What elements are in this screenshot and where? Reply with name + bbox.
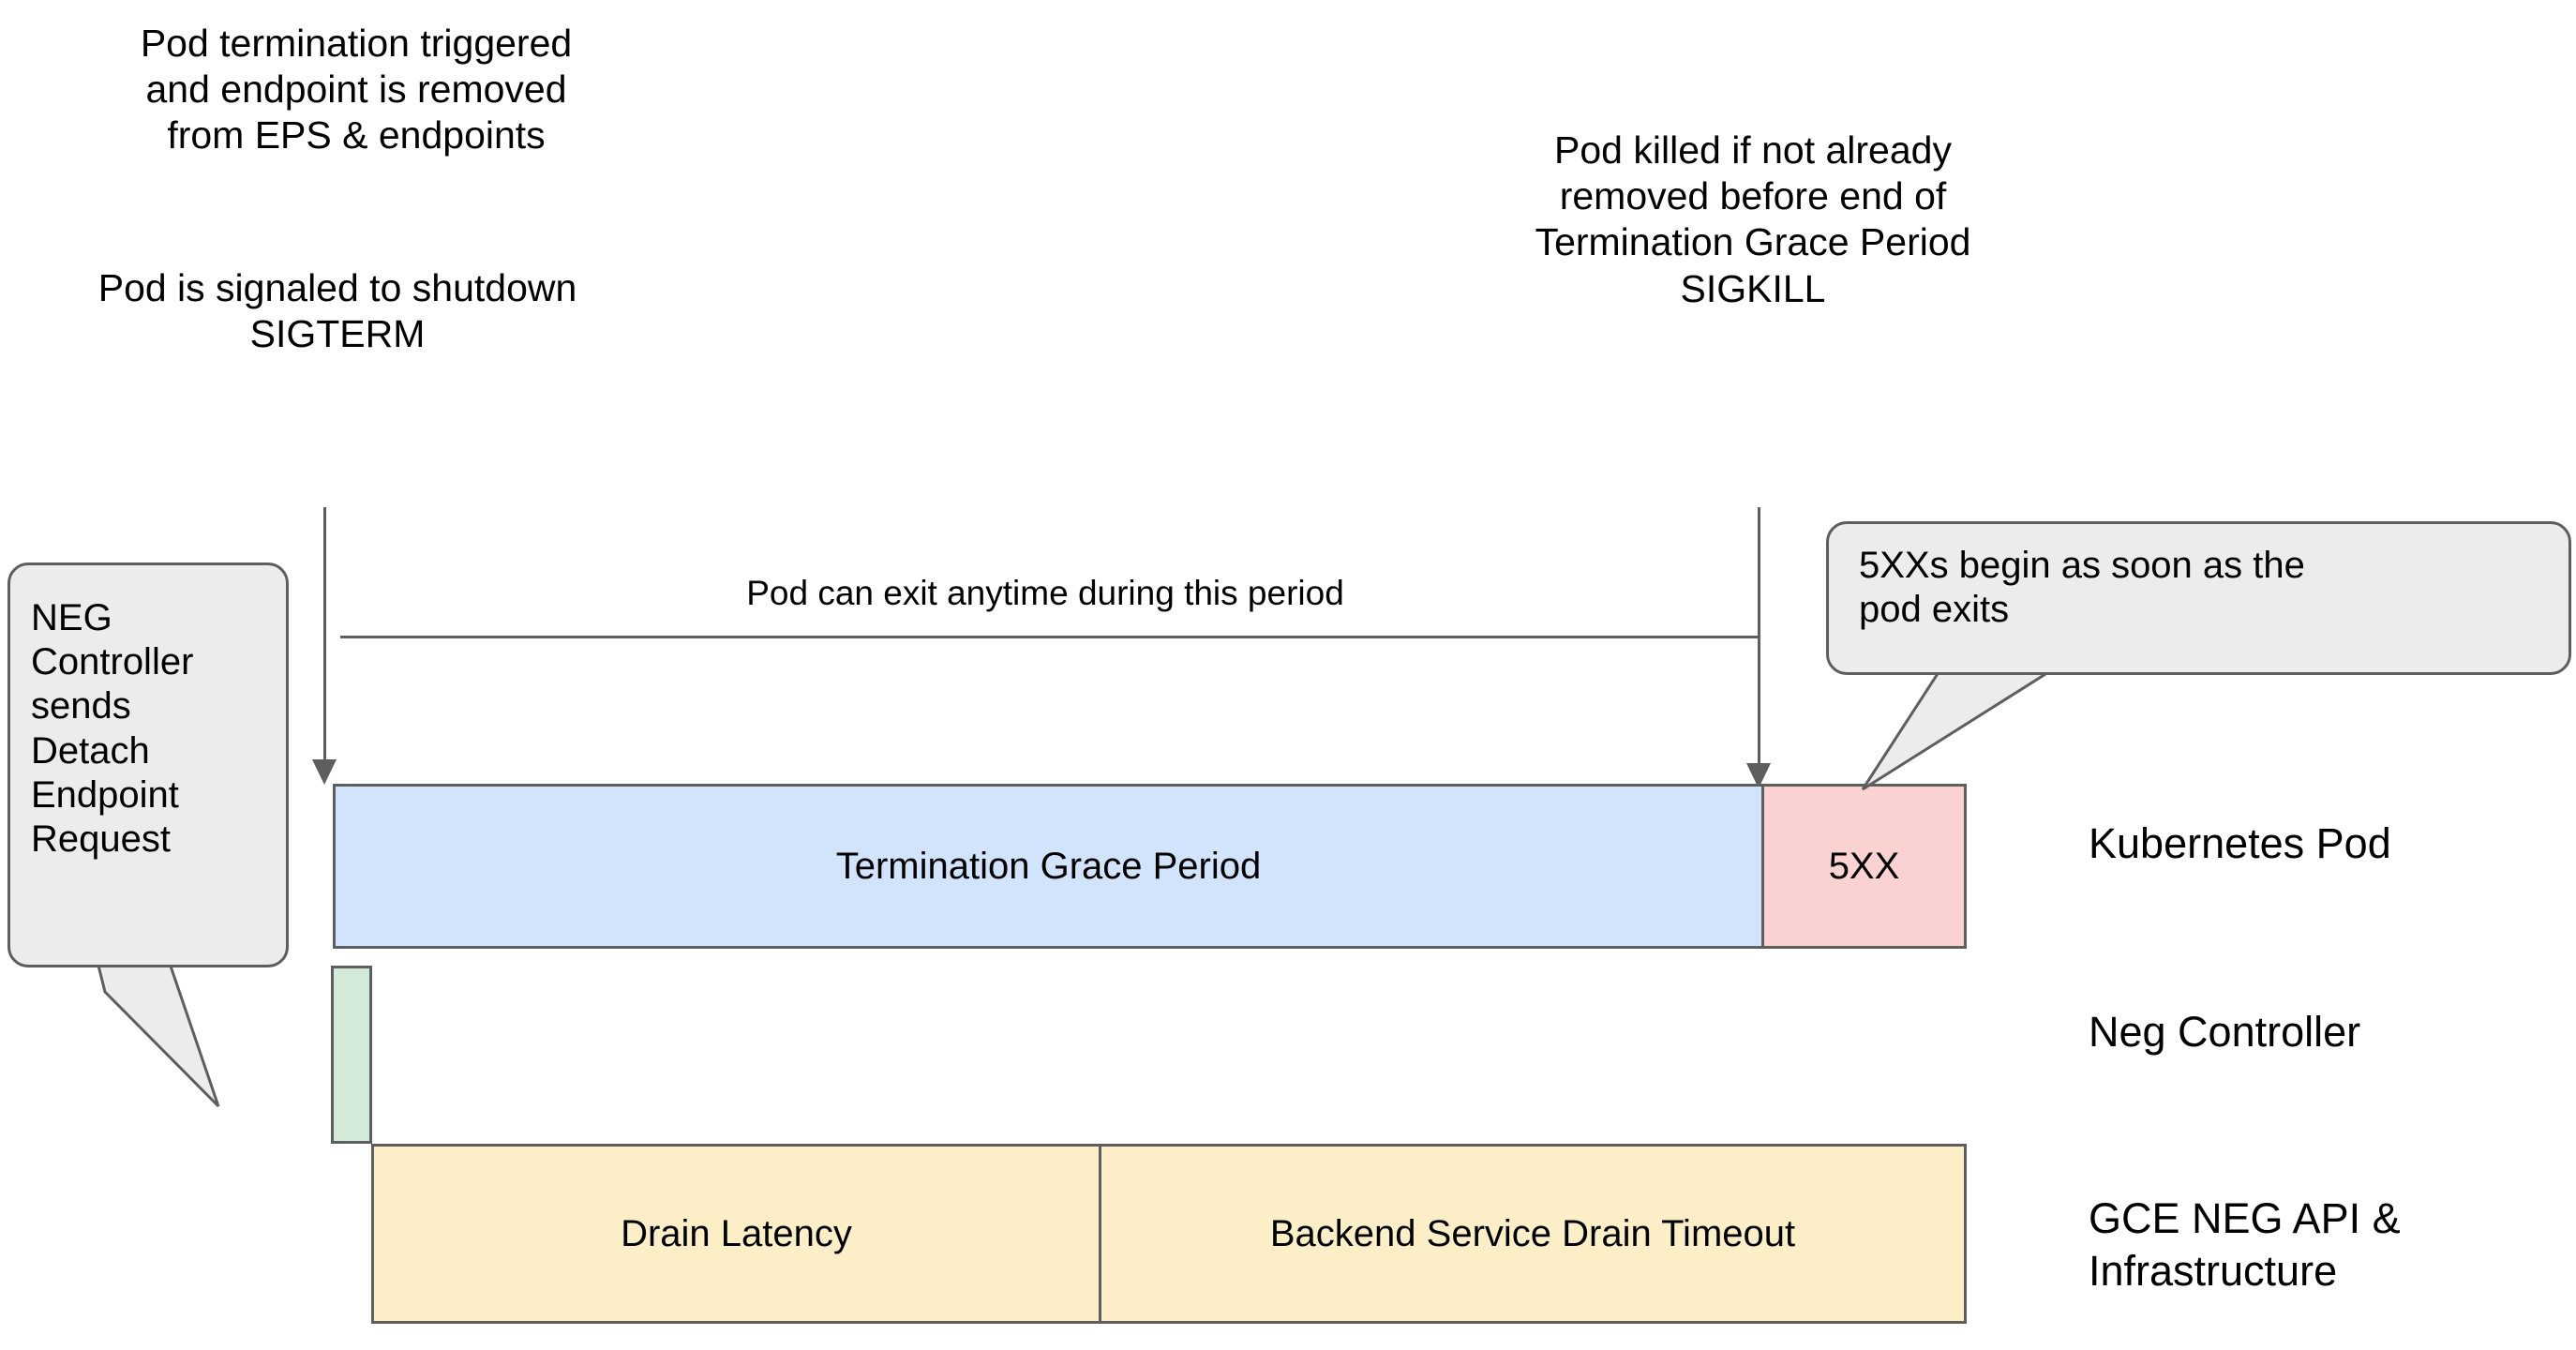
bar-5xx: 5XX	[1761, 784, 1967, 949]
bar-label-backend-service-drain-timeout: Backend Service Drain Timeout	[1269, 1212, 1796, 1254]
arrow-head	[312, 759, 337, 785]
marker-arrow-grace-period-end-icon	[1746, 507, 1771, 788]
annotation-pod-killed-sigkill: Pod killed if not already removed before…	[1535, 128, 1971, 310]
row-label-kubernetes-pod: Kubernetes Pod	[2089, 819, 2391, 867]
arrow-shaft	[323, 507, 326, 759]
row-label-gce-neg-api: GCE NEG API & Infrastructure	[2089, 1194, 2401, 1296]
callout-neg-controller-text: NEG Controller sends Detach Endpoint Req…	[31, 597, 194, 860]
bar-drain-latency: Drain Latency	[371, 1144, 1099, 1324]
period-label-pod-can-exit: Pod can exit anytime during this period	[746, 574, 1344, 612]
marker-arrow-termination-start-icon	[312, 507, 337, 785]
bar-label-termination-grace-period: Termination Grace Period	[835, 845, 1262, 887]
annotation-pod-signaled-sigterm: Pod is signaled to shutdown SIGTERM	[97, 266, 577, 356]
bar-backend-service-drain-timeout: Backend Service Drain Timeout	[1099, 1144, 1967, 1324]
callout-tail-5xx	[1861, 668, 2059, 791]
annotation-pod-termination-triggered: Pod termination triggered and endpoint i…	[140, 22, 573, 158]
callout-5xx-begin	[1826, 521, 2571, 675]
callout-5xx-begin-text: 5XXs begin as soon as the pod exits	[1859, 545, 2305, 631]
arrow-shaft	[1758, 507, 1760, 763]
bar-label-5xx: 5XX	[1828, 845, 1900, 887]
bar-label-drain-latency: Drain Latency	[621, 1212, 852, 1254]
bar-termination-grace-period: Termination Grace Period	[333, 784, 1761, 949]
callout-neg-controller	[7, 562, 289, 968]
bar-neg-controller-detach	[331, 966, 372, 1144]
period-span-rule	[340, 636, 1758, 638]
row-label-neg-controller: Neg Controller	[2089, 1008, 2361, 1056]
